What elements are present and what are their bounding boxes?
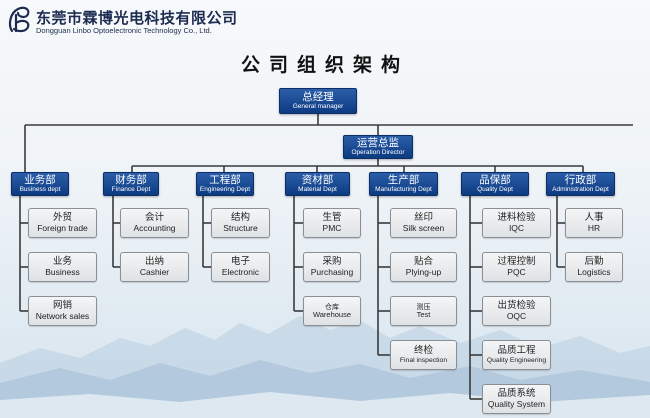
- general-manager-box-cn: 总经理: [302, 91, 334, 104]
- sub-box-6-3-en: OQC: [506, 310, 527, 321]
- sub-box-3-1-cn: 结构: [230, 211, 250, 223]
- sub-box-6-3-cn: 出货检验: [497, 299, 536, 311]
- sub-box-2-1-cn: 会计: [144, 211, 164, 223]
- sub-box-2-2-cn: 出纳: [144, 255, 164, 267]
- dept-box-2-cn: 财务部: [115, 174, 147, 187]
- sub-box-6-2-en: PQC: [507, 266, 526, 277]
- sub-box-2-2-en: Cashier: [139, 266, 170, 277]
- dept-box-7-cn: 行政部: [564, 174, 597, 187]
- dept-box-3-cn: 工程部: [209, 174, 241, 187]
- sub-box-7-2-cn: 后勤: [584, 255, 604, 267]
- sub-box-7-1-en: HR: [587, 222, 601, 233]
- sub-box-4-3-cn: 仓库: [325, 302, 339, 311]
- dept-box-6-en: Quality Dept: [477, 186, 513, 194]
- dept-box-4-en: Material Dept: [298, 186, 337, 194]
- dept-box-1-cn: 业务部: [24, 174, 56, 187]
- sub-box-6-4-en: Quality Engineering: [486, 356, 547, 364]
- sub-box-4-1-cn: 生管: [322, 211, 342, 223]
- sub-box-3-2-en: Electronic: [221, 266, 260, 277]
- dept-box-4-cn: 资材部: [301, 174, 334, 187]
- sub-box-4-2-cn: 采购: [322, 255, 342, 267]
- general-manager-box-en: General manager: [292, 103, 344, 111]
- sub-box-4-2-en: Purchasing: [310, 266, 354, 277]
- sub-box-4-1-en: PMC: [322, 222, 342, 233]
- sub-box-5-1-cn: 丝印: [413, 211, 433, 223]
- sub-box-4-3-en: Warehouse: [312, 309, 352, 319]
- sub-box-5-4-en: Final inspection: [399, 356, 448, 364]
- sub-box-5-4-cn: 终检: [413, 344, 433, 356]
- sub-box-1-2-en: Business: [45, 266, 80, 277]
- sub-box-5-1-en: Silk screen: [402, 222, 445, 233]
- sub-box-2-1-en: Accounting: [133, 222, 176, 233]
- linbo-logo: [8, 6, 30, 33]
- sub-box-1-3-cn: 网销: [52, 299, 72, 311]
- dept-box-1-en: Business dept: [19, 186, 61, 194]
- sub-box-1-1-en: Foreign trade: [37, 222, 88, 233]
- sub-box-6-4-cn: 品质工程: [497, 344, 536, 356]
- sub-box-5-3-cn: 测压: [416, 302, 431, 311]
- sub-box-5-2-en: Plying-up: [405, 266, 442, 277]
- sub-box-3-1-en: Structure: [223, 222, 258, 233]
- dept-box-2-en: Finance Dept: [111, 186, 151, 194]
- sub-box-6-1-cn: 进料检验: [497, 211, 536, 223]
- dept-box-7-en: Administration Dept: [552, 186, 609, 194]
- page-title: 公司组织架构: [240, 54, 409, 76]
- dept-box-3-en: Engineering Dept: [199, 186, 251, 194]
- sub-box-6-5-cn: 品质系统: [497, 387, 536, 399]
- sub-box-5-2-cn: 贴合: [413, 255, 433, 267]
- operation-director-box-en: Operation Director: [351, 149, 405, 157]
- sub-box-6-2-cn: 过程控制: [497, 255, 536, 267]
- sub-box-7-2-en: Logistics: [577, 266, 611, 277]
- dept-box-5-cn: 生产部: [387, 174, 420, 187]
- dept-box-5-en: Manufacturing Dept: [375, 186, 432, 194]
- sub-box-1-1-cn: 外贸: [52, 211, 72, 223]
- sub-box-6-1-en: IQC: [508, 222, 525, 233]
- sub-box-3-2-cn: 电子: [230, 255, 250, 267]
- dept-box-6-cn: 品保部: [479, 174, 511, 187]
- company-name-en: Dongguan Linbo Optoelectronic Technology…: [36, 26, 212, 35]
- sub-box-7-1-cn: 人事: [584, 211, 604, 223]
- sub-box-6-5-en: Quality System: [487, 398, 546, 409]
- sub-box-1-2-cn: 业务: [52, 255, 72, 267]
- operation-director-box-cn: 运营总监: [357, 137, 399, 150]
- sub-box-1-3-en: Network sales: [35, 310, 90, 321]
- company-name-cn: 东莞市霖博光电科技有限公司: [36, 9, 238, 27]
- sub-box-5-3-en: Test: [416, 309, 431, 319]
